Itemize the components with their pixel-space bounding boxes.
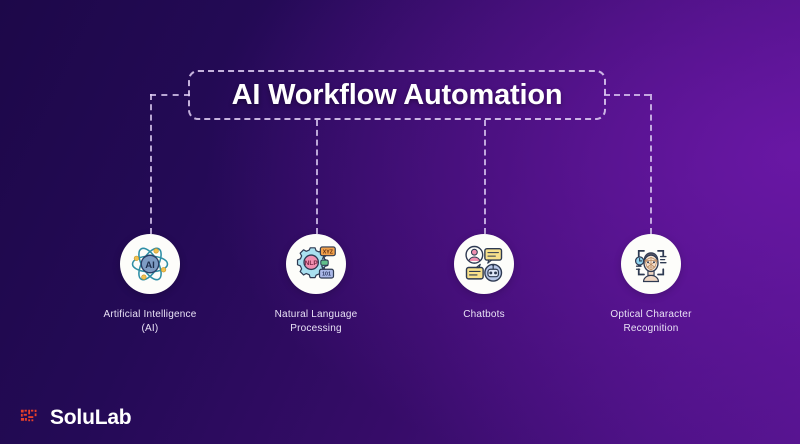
face-scan-ocr-icon xyxy=(634,250,667,283)
face-mesh xyxy=(644,257,658,271)
node-artificial-intelligence[interactable]: AI Artificial Intelligence (AI) xyxy=(75,234,225,336)
chatbot-icon xyxy=(465,245,503,282)
node-label-artificial-intelligence: Artificial Intelligence (AI) xyxy=(103,309,197,334)
atom-ai-icon: AI xyxy=(131,247,169,281)
connector-left-vertical xyxy=(150,94,152,234)
user-avatar-icon xyxy=(465,245,484,264)
connector-right-horizontal xyxy=(604,94,650,96)
solulab-logo-icon xyxy=(20,409,37,422)
brand-logo[interactable]: SoluLab xyxy=(20,406,132,430)
robot-face-icon xyxy=(484,263,503,282)
node-label-chatbots: Chatbots xyxy=(463,309,505,320)
connector-chatbots-vertical xyxy=(484,120,486,234)
page-title: AI Workflow Automation xyxy=(231,78,563,111)
scan-brackets xyxy=(637,250,665,276)
nlp-icon-label: NLP xyxy=(305,260,319,267)
clock-icon xyxy=(634,256,645,266)
xyz-bubble: XYZ xyxy=(319,246,336,260)
page-title-box: AI Workflow Automation xyxy=(188,70,606,120)
face-silhouette xyxy=(642,252,660,283)
connector-right-vertical xyxy=(650,94,652,234)
small-green-bubble xyxy=(320,259,329,266)
gear-nlp-icon: NLP XYZ 101 xyxy=(296,246,336,279)
node-label-optical-character-recognition: Optical Character Recognition xyxy=(610,309,692,334)
binary-bubble-label: 101 xyxy=(322,272,331,278)
node-icon-circle-nlp: NLP XYZ 101 xyxy=(286,234,346,294)
node-icon-circle-ocr xyxy=(621,234,681,294)
brand-name: SoluLab xyxy=(50,406,132,429)
connector-left-horizontal xyxy=(150,94,190,96)
binary-bubble: 101 xyxy=(318,265,335,279)
node-chatbots[interactable]: Chatbots xyxy=(409,234,559,322)
data-marks xyxy=(635,255,667,270)
chat-bubble-bottom-icon xyxy=(465,263,484,280)
connector-nlp-vertical xyxy=(316,120,318,234)
ai-icon-label: AI xyxy=(145,260,155,271)
node-natural-language-processing[interactable]: NLP XYZ 101 Natural Language xyxy=(241,234,391,336)
chat-bubble-top-icon xyxy=(484,247,503,264)
node-icon-circle-chatbots xyxy=(454,234,514,294)
node-label-natural-language-processing: Natural Language Processing xyxy=(274,309,358,334)
xyz-bubble-label: XYZ xyxy=(323,250,334,256)
node-optical-character-recognition[interactable]: Optical Character Recognition xyxy=(576,234,726,336)
node-icon-circle-ai: AI xyxy=(120,234,180,294)
